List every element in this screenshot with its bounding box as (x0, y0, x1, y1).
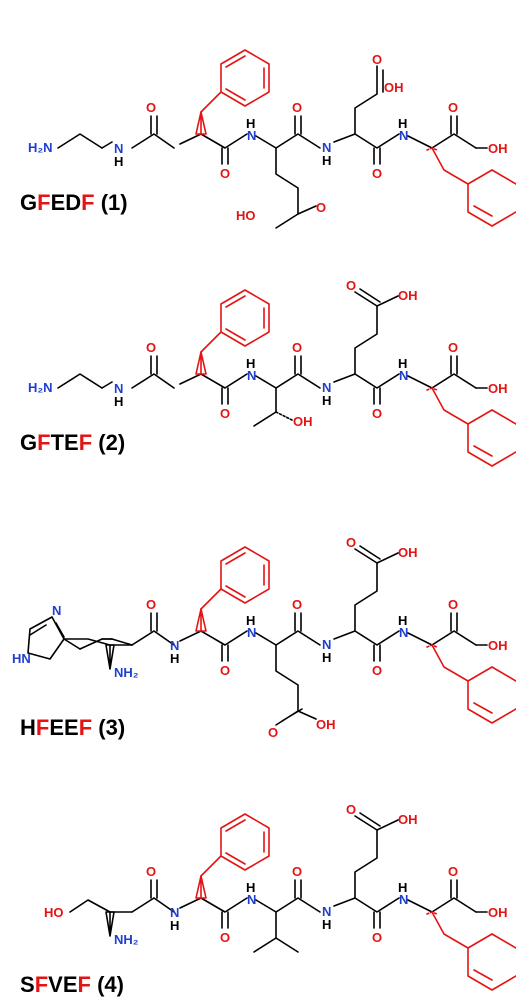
nitrogen-label: N (322, 380, 331, 395)
hydrogen-label: H (246, 613, 255, 628)
hydroxyl-label: OH (488, 381, 508, 396)
amine-label: NH₂ (114, 665, 139, 680)
oxygen-label: O (220, 406, 230, 421)
hydrogen-label: H (322, 153, 331, 168)
hydrogen-label: H (322, 393, 331, 408)
hydrogen-label: H (246, 356, 255, 371)
nitrogen-label: HN (12, 651, 31, 666)
hydroxyl-label: OH (398, 545, 418, 560)
hydroxyl-label: OH (488, 905, 508, 920)
peptide-4-label: SFVEF (4) (20, 972, 124, 997)
hydrogen-label: H (398, 880, 407, 895)
oxygen-label: O (292, 864, 302, 879)
oxygen-label: O (372, 663, 382, 678)
hydrogen-label: H (246, 116, 255, 131)
oxygen-label: O (448, 597, 458, 612)
nitrogen-label: N (322, 140, 331, 155)
oxygen-label: O (220, 166, 230, 181)
hydrogen-label: H (398, 613, 407, 628)
oxygen-label: O (146, 597, 156, 612)
hydrogen-label: H (114, 394, 123, 409)
oxygen-label: O (292, 340, 302, 355)
oxygen-label: O (372, 406, 382, 421)
nitrogen-label: N (399, 128, 408, 143)
oxygen-label: O (372, 930, 382, 945)
hydroxyl-label: OH (488, 141, 508, 156)
hydroxyl-label: HO (44, 905, 64, 920)
peptide-4-structure: HO NH₂ O N H O N H O N H O N H O OH O OH… (20, 802, 516, 997)
hydroxyl-label: OH (398, 288, 418, 303)
nitrogen-label: N (322, 637, 331, 652)
oxygen-label: O (346, 802, 356, 817)
oxygen-label: O (372, 52, 382, 67)
oxygen-label: O (448, 340, 458, 355)
peptide-1-structure: H₂N O N H O N H O N H O N H O OH O OH HO… (20, 49, 516, 229)
nitrogen-label: N (114, 381, 123, 396)
hydrogen-label: H (114, 154, 123, 169)
oxygen-label: O (346, 278, 356, 293)
oxygen-label: O (448, 864, 458, 879)
nitrogen-label: N (399, 368, 408, 383)
nitrogen-label: N (399, 625, 408, 640)
hydrogen-label: H (398, 116, 407, 131)
peptide-2-label: GFTEF (2) (20, 430, 125, 455)
oxygen-label: O (146, 100, 156, 115)
oxygen-label: O (146, 864, 156, 879)
nitrogen-label: N (170, 638, 179, 653)
oxygen-label: O (292, 100, 302, 115)
amine-label: NH₂ (114, 932, 139, 947)
nitrogen-label: N (399, 892, 408, 907)
hydroxyl-label: OH (488, 638, 508, 653)
hydrogen-label: H (246, 880, 255, 895)
oxygen-label: O (316, 200, 326, 215)
oxygen-label: O (146, 340, 156, 355)
hydrogen-label: H (170, 651, 179, 666)
peptide-2-structure: H₂N O N H O N H O N H O N H O OH O OH OH… (20, 278, 516, 467)
hydrogen-label: H (322, 650, 331, 665)
oxygen-label: O (372, 166, 382, 181)
nitrogen-label: N (247, 625, 256, 640)
hydroxyl-label: OH (293, 414, 313, 429)
hydrogen-label: H (398, 356, 407, 371)
amine-label: H₂N (28, 140, 53, 155)
nitrogen-label: N (170, 905, 179, 920)
oxygen-label: O (220, 663, 230, 678)
nitrogen-label: N (247, 368, 256, 383)
nitrogen-label: N (247, 892, 256, 907)
amine-label: H₂N (28, 380, 53, 395)
hydroxyl-label: OH (398, 812, 418, 827)
oxygen-label: O (292, 597, 302, 612)
oxygen-label: O (346, 535, 356, 550)
nitrogen-label: N (322, 904, 331, 919)
nitrogen-label: N (114, 141, 123, 156)
hydrogen-label: H (322, 917, 331, 932)
hydroxyl-label: OH (316, 717, 336, 732)
nitrogen-label: N (247, 128, 256, 143)
peptide-1-label: GFEDF (1) (20, 190, 128, 215)
peptide-3-label: HFEEF (3) (20, 715, 125, 740)
nitrogen-label: N (52, 603, 61, 618)
oxygen-label: O (220, 930, 230, 945)
hydroxyl-label: OH (384, 80, 404, 95)
oxygen-label: O (268, 725, 278, 740)
oxygen-label: O (448, 100, 458, 115)
peptide-3-structure: N HN NH₂ O N H O N H O N H O N H O OH O … (12, 535, 516, 740)
hydrogen-label: H (170, 918, 179, 933)
hydroxyl-label: HO (236, 208, 256, 223)
